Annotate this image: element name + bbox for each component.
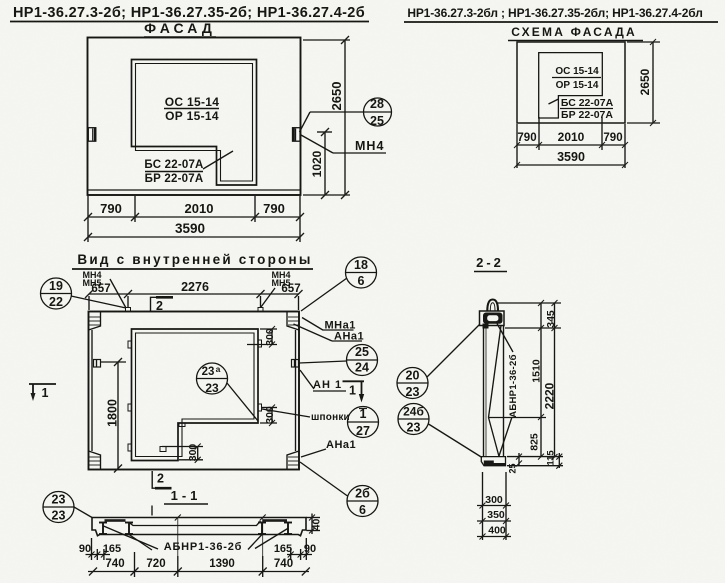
svg-text:МН4: МН4 (355, 139, 384, 153)
svg-text:БР 22-07А: БР 22-07А (145, 173, 204, 185)
svg-text:АН 1: АН 1 (313, 379, 342, 391)
svg-text:МН5: МН5 (271, 278, 290, 288)
svg-text:2650: 2650 (329, 82, 344, 111)
svg-text:23: 23 (202, 366, 215, 378)
svg-text:1390: 1390 (209, 558, 235, 570)
svg-text:24: 24 (355, 361, 369, 375)
svg-text:24б: 24б (403, 405, 424, 419)
svg-text:МН5: МН5 (82, 278, 101, 288)
svg-text:1: 1 (360, 407, 367, 421)
svg-text:2276: 2276 (181, 280, 209, 294)
svg-text:3590: 3590 (557, 150, 585, 164)
svg-text:1020: 1020 (310, 150, 324, 177)
svg-text:720: 720 (146, 558, 165, 570)
svg-text:АБНР1-36-2б: АБНР1-36-2б (164, 541, 243, 553)
svg-text:1-1: 1-1 (171, 488, 202, 503)
svg-text:1: 1 (349, 384, 356, 398)
svg-text:23: 23 (52, 493, 66, 507)
svg-text:740: 740 (274, 558, 293, 570)
svg-text:МН4: МН4 (271, 270, 290, 280)
svg-text:1510: 1510 (531, 359, 543, 383)
svg-text:23: 23 (407, 421, 421, 435)
svg-text:90: 90 (304, 543, 316, 555)
svg-text:АБНР1-36-2б: АБНР1-36-2б (508, 354, 519, 418)
svg-text:6: 6 (359, 503, 366, 517)
svg-text:ОС 15-14: ОС 15-14 (555, 66, 599, 77)
svg-text:19: 19 (49, 279, 63, 293)
svg-text:18: 18 (354, 258, 368, 272)
svg-text:115: 115 (546, 450, 557, 466)
svg-text:ФАСАД: ФАСАД (144, 20, 216, 36)
svg-text:23: 23 (205, 381, 219, 395)
svg-text:790: 790 (263, 201, 285, 216)
svg-text:345: 345 (545, 310, 557, 328)
svg-text:ОР 15-14: ОР 15-14 (556, 80, 599, 91)
svg-text:НР1-36.27.3-2б; НР1-36.27.35-2: НР1-36.27.3-2б; НР1-36.27.35-2б; НР1-36.… (13, 5, 365, 21)
svg-text:ОР 15-14: ОР 15-14 (165, 109, 219, 123)
svg-text:90: 90 (79, 543, 91, 555)
svg-text:МНа1: МНа1 (325, 320, 356, 332)
svg-text:АНа1: АНа1 (334, 331, 364, 343)
svg-text:825: 825 (529, 433, 541, 451)
svg-text:1800: 1800 (106, 399, 120, 427)
svg-text:300: 300 (485, 494, 503, 506)
svg-text:23: 23 (52, 509, 66, 523)
svg-text:300: 300 (264, 328, 276, 346)
svg-text:350: 350 (487, 509, 505, 521)
svg-text:6: 6 (358, 274, 365, 288)
svg-text:790: 790 (603, 132, 622, 144)
svg-text:20: 20 (406, 369, 420, 383)
svg-text:25: 25 (355, 345, 369, 359)
svg-text:2010: 2010 (558, 130, 585, 144)
svg-text:НР1-36.27.3-2бл ; НР1-36.27.35: НР1-36.27.3-2бл ; НР1-36.27.35-2бл; НР1-… (407, 6, 702, 20)
svg-text:40: 40 (311, 519, 323, 531)
svg-text:СХЕМА ФАСАДА: СХЕМА ФАСАДА (511, 25, 637, 39)
svg-text:АНа1: АНа1 (326, 439, 356, 451)
svg-text:2010: 2010 (185, 201, 214, 216)
svg-text:657: 657 (91, 283, 110, 295)
svg-text:БС 22-07А: БС 22-07А (561, 97, 614, 109)
svg-text:2: 2 (157, 472, 164, 486)
svg-text:300: 300 (264, 406, 276, 424)
svg-text:3590: 3590 (175, 221, 205, 236)
svg-text:657: 657 (281, 283, 300, 295)
svg-text:22: 22 (49, 295, 63, 309)
svg-text:28: 28 (370, 97, 384, 111)
svg-text:25: 25 (370, 114, 384, 128)
svg-text:2220: 2220 (543, 382, 557, 409)
svg-text:2: 2 (156, 299, 163, 313)
svg-text:165: 165 (103, 543, 121, 555)
svg-text:165: 165 (274, 543, 292, 555)
svg-text:шпонки: шпонки (311, 412, 350, 423)
svg-text:2650: 2650 (638, 68, 652, 95)
svg-text:БС 22-07А: БС 22-07А (144, 159, 203, 171)
svg-text:2б: 2б (355, 487, 370, 501)
svg-text:23: 23 (406, 385, 420, 399)
svg-text:БР 22-07А: БР 22-07А (561, 109, 613, 121)
svg-text:790: 790 (100, 201, 122, 216)
svg-text:25: 25 (508, 463, 518, 473)
svg-text:400: 400 (488, 525, 506, 537)
svg-text:300: 300 (187, 444, 199, 462)
svg-text:1: 1 (42, 386, 49, 400)
svg-text:790: 790 (517, 132, 536, 144)
svg-text:2-2: 2-2 (476, 255, 504, 270)
svg-text:МН4: МН4 (82, 270, 101, 280)
svg-text:а: а (216, 364, 221, 374)
svg-text:Вид с внутренней стороны: Вид с внутренней стороны (77, 252, 312, 267)
svg-text:27: 27 (356, 424, 370, 438)
svg-text:ОС 15-14: ОС 15-14 (165, 95, 219, 109)
svg-text:740: 740 (105, 558, 124, 570)
